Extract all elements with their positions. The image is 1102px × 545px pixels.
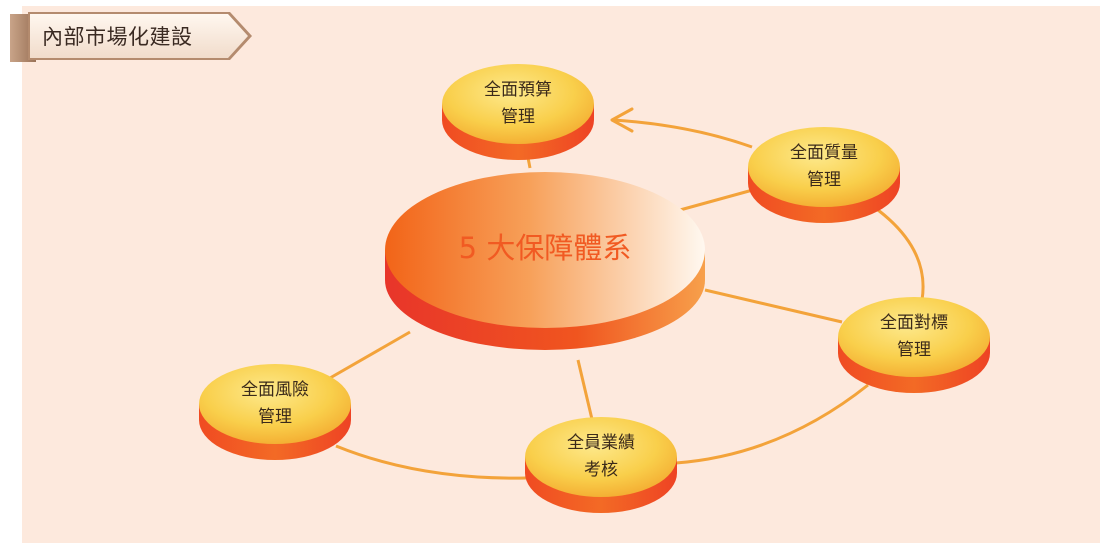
connector-center-benchmark <box>704 288 843 324</box>
node-performance-line1: 全員業績 <box>567 433 635 453</box>
connector-benchmark-performance <box>675 383 869 465</box>
section-title: 內部市場化建設 <box>42 25 193 49</box>
node-budget-line2: 管理 <box>501 107 535 127</box>
connector-lines <box>329 107 925 480</box>
arrowhead-icon <box>610 107 634 133</box>
connector-quality-benchmark <box>877 208 925 301</box>
node-benchmark-line2: 管理 <box>897 340 931 360</box>
node-risk-line1: 全面風險 <box>241 380 309 400</box>
center-label: 5 大保障體系 <box>459 231 632 265</box>
connector-quality-budget-arrow <box>613 118 753 149</box>
node-risk-line2: 管理 <box>258 407 292 427</box>
node-benchmark-line1: 全面對標 <box>880 313 948 333</box>
node-budget: 全面預算 管理 <box>442 64 594 160</box>
node-performance: 全員業績 考核 <box>525 417 677 513</box>
connector-center-quality <box>679 186 761 212</box>
node-performance-line2: 考核 <box>584 460 618 480</box>
node-quality: 全面質量 管理 <box>748 127 900 223</box>
node-quality-line2: 管理 <box>807 170 841 190</box>
node-quality-line1: 全面質量 <box>790 143 858 163</box>
connector-center-risk <box>329 330 411 380</box>
connector-performance-risk <box>335 444 527 480</box>
node-risk: 全面風險 管理 <box>199 364 351 460</box>
center-disc: 5 大保障體系 <box>385 172 705 350</box>
node-budget-line1: 全面預算 <box>484 80 552 100</box>
node-benchmark: 全面對標 管理 <box>838 297 990 393</box>
section-banner <box>10 12 252 62</box>
